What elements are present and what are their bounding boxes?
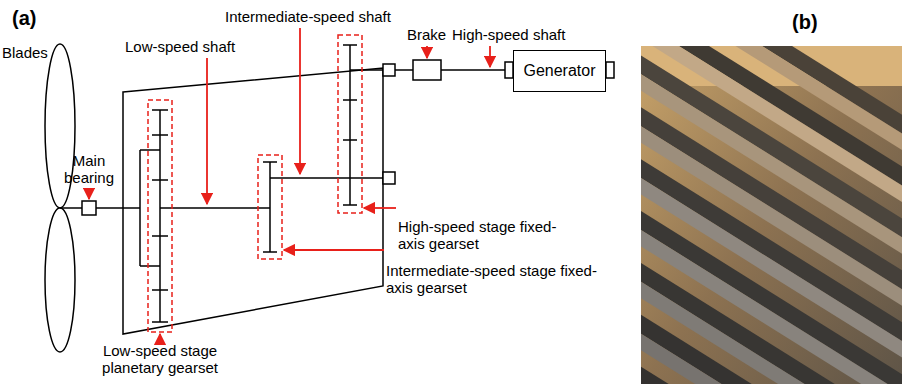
panel-letter: (b)	[792, 10, 818, 34]
panel-letter: (a)	[12, 6, 36, 30]
part-name: Blades	[2, 44, 48, 61]
part-name: High-speed shaft	[452, 26, 565, 43]
part-name: High-speed stage fixed-axis gearset	[398, 218, 563, 252]
part-name: Brake	[407, 26, 446, 43]
gear-photo	[641, 46, 902, 384]
part-name: Intermediate-speed shaft	[225, 8, 391, 25]
part-name: Low-speed shaft	[125, 38, 235, 55]
part-name: Intermediate-speed stage fixed-axis gear…	[386, 262, 606, 296]
part-name: Main bearing	[54, 152, 124, 186]
generator-box: Generator	[513, 50, 606, 92]
part-name: Low-speed stage planetary gearset	[80, 342, 240, 376]
node-text: Generator	[523, 62, 595, 80]
